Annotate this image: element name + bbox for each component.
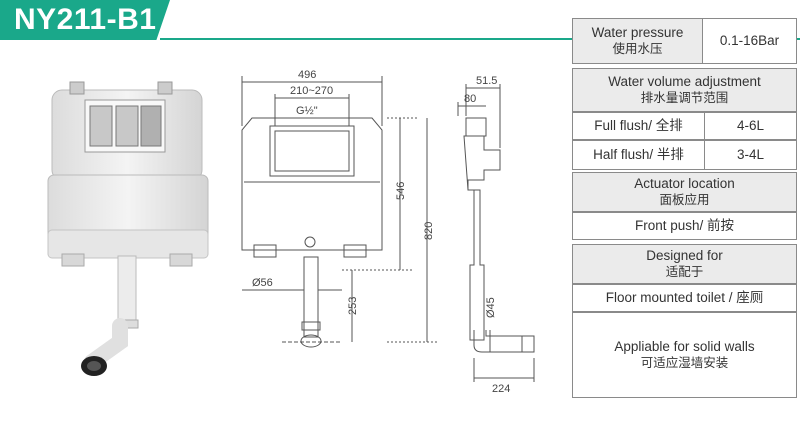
- title-banner: [0, 0, 170, 40]
- half-flush-value: 3-4L: [736, 147, 765, 162]
- actuator-label: Actuator location: [634, 176, 735, 191]
- dim-depth-top: 51.5: [476, 75, 497, 87]
- water-pressure-value: 0.1-16Bar: [719, 33, 780, 48]
- water-pressure-label: Water pressure: [591, 25, 684, 40]
- water-volume-label: Water volume adjustment: [608, 74, 761, 89]
- model-title: NY211-B1: [14, 3, 157, 36]
- half-flush-label: Half flush/ 半排: [573, 141, 705, 169]
- technical-drawing: 496 210~270 G½" 546 820 Ø56 253 51.5 80 …: [241, 69, 535, 395]
- dim-height-tank: 546: [395, 182, 407, 200]
- dim-outlet-length: 224: [492, 383, 510, 395]
- dim-outlet-dia: Ø45: [485, 297, 497, 318]
- row-water-pressure: Water pressure 使用水压 0.1-16Bar: [572, 18, 797, 64]
- row-designed: Designed for 适配于: [572, 244, 797, 284]
- actuator-value: Front push/ 前按: [634, 218, 735, 233]
- water-pressure-cn: 使用水压: [612, 42, 663, 56]
- row-walls: Appliable for solid walls 可适应湿墙安装: [572, 312, 797, 398]
- designed-value: Floor mounted toilet / 座厕: [605, 290, 764, 305]
- walls-cn: 可适应湿墙安装: [640, 356, 729, 370]
- row-half-flush: Half flush/ 半排 3-4L: [572, 140, 797, 170]
- walls-label: Appliable for solid walls: [614, 339, 755, 354]
- row-designed-value: Floor mounted toilet / 座厕: [572, 284, 797, 312]
- dim-outlet-height: 253: [347, 297, 359, 315]
- designed-label: Designed for: [646, 248, 723, 263]
- water-volume-cn: 排水量调节范围: [640, 91, 729, 105]
- dim-depth: 80: [464, 93, 476, 105]
- dim-range: 210~270: [290, 85, 333, 97]
- full-flush-value: 4-6L: [736, 118, 765, 133]
- designed-cn: 适配于: [665, 265, 704, 279]
- full-flush-label: Full flush/ 全排: [573, 113, 705, 139]
- dim-pipe-dia: Ø56: [252, 277, 273, 289]
- dim-thread: G½": [296, 105, 318, 117]
- row-full-flush: Full flush/ 全排 4-6L: [572, 112, 797, 140]
- actuator-cn: 面板应用: [659, 193, 710, 207]
- row-water-volume: Water volume adjustment 排水量调节范围: [572, 68, 797, 112]
- row-actuator: Actuator location 面板应用: [572, 172, 797, 212]
- dim-height-total: 820: [423, 222, 435, 240]
- title-underline: [160, 38, 800, 40]
- row-actuator-value: Front push/ 前按: [572, 212, 797, 240]
- dim-width: 496: [298, 69, 316, 81]
- product-photo: [47, 81, 209, 376]
